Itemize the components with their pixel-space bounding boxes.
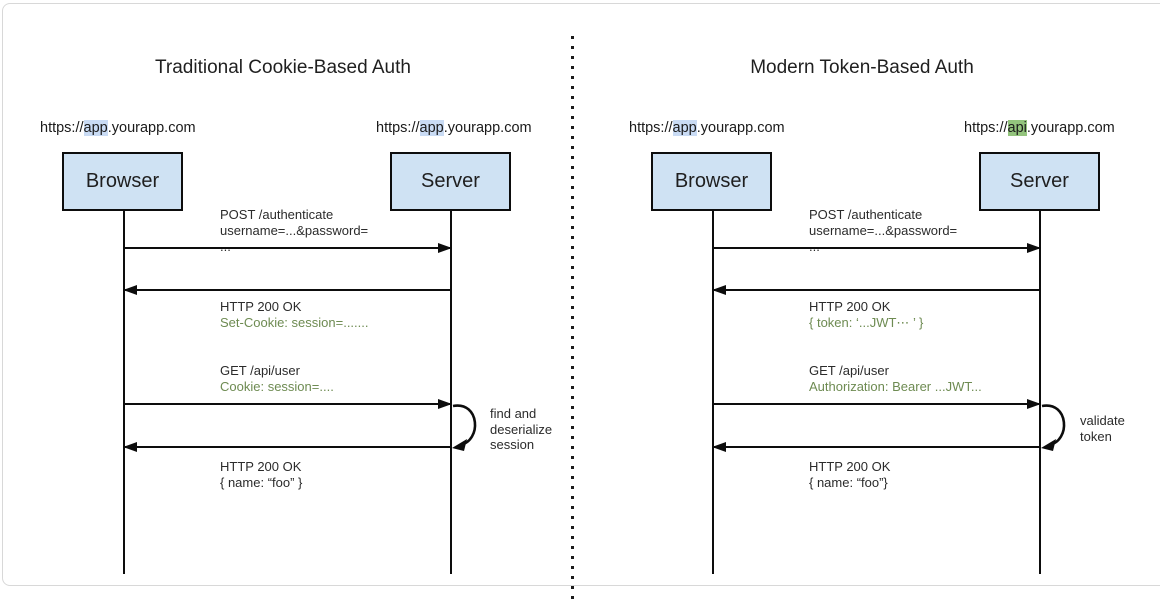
left-server-box: Server (390, 152, 511, 211)
left-note-deserialize-session: find and deserialize session (490, 406, 553, 452)
arrowhead-right-icon (438, 243, 452, 253)
right-server-box: Server (979, 152, 1100, 211)
url-domain: .yourapp.com (443, 120, 532, 136)
url-scheme: https:// (40, 120, 84, 136)
url-domain: .yourapp.com (696, 120, 785, 136)
right-msg-post-authenticate: POST /authenticate username=...&password… (809, 207, 958, 254)
right-arrow-auth-response (712, 285, 1039, 295)
url-domain: .yourapp.com (107, 120, 196, 136)
page-frame (2, 3, 1160, 586)
arrowhead-left-icon (123, 285, 137, 295)
left-self-loop-arrow (452, 404, 477, 451)
right-note-validate-token: validate token (1080, 413, 1125, 444)
arrowhead-right-icon (438, 399, 452, 409)
url-domain: .yourapp.com (1026, 120, 1115, 136)
left-msg-get-api-user: GET /api/user Cookie: session=.... (220, 363, 334, 394)
left-arrow-auth-response (123, 285, 450, 295)
right-server-url: https://api.yourapp.com (964, 120, 1115, 136)
left-server-url: https://app.yourapp.com (376, 120, 532, 136)
left-msg-post-authenticate: POST /authenticate username=...&password… (220, 207, 369, 254)
url-scheme: https:// (376, 120, 420, 136)
panel-divider-dotted-line (571, 36, 574, 599)
left-panel-title: Traditional Cookie-Based Auth (155, 57, 411, 78)
right-self-loop-arrow (1041, 404, 1066, 451)
url-scheme: https:// (629, 120, 673, 136)
right-browser-box: Browser (651, 152, 772, 211)
url-host-highlight-app: app (83, 120, 108, 136)
left-arrow-get-request (125, 399, 452, 409)
right-msg-token-json: HTTP 200 OK { token: ‘...JWT⋯ ’ } (809, 299, 924, 330)
right-arrow-post-request (714, 243, 1041, 253)
arrowhead-right-icon (1027, 243, 1041, 253)
right-msg-user-json: HTTP 200 OK { name: “foo”} (809, 459, 891, 490)
arrowhead-left-icon (712, 442, 726, 452)
right-arrow-get-request (714, 399, 1041, 409)
url-host-highlight-app: app (672, 120, 697, 136)
left-arrow-post-request (125, 243, 452, 253)
left-browser-lifeline (123, 211, 125, 574)
arrowhead-left-icon (712, 285, 726, 295)
left-arrow-user-response (123, 442, 450, 452)
right-arrow-user-response (712, 442, 1039, 452)
right-server-lifeline (1039, 211, 1041, 574)
arrowhead-left-icon (123, 442, 137, 452)
left-browser-url: https://app.yourapp.com (40, 120, 196, 136)
arrowhead-right-icon (1027, 399, 1041, 409)
left-msg-set-cookie: HTTP 200 OK Set-Cookie: session=....... (220, 299, 369, 330)
left-server-lifeline (450, 211, 452, 574)
right-browser-lifeline (712, 211, 714, 574)
left-msg-user-json: HTTP 200 OK { name: “foo” } (220, 459, 303, 490)
right-browser-url: https://app.yourapp.com (629, 120, 785, 136)
left-browser-box: Browser (62, 152, 183, 211)
url-host-highlight-app: app (419, 120, 444, 136)
url-host-highlight-api: api (1007, 120, 1027, 136)
right-msg-get-api-user: GET /api/user Authorization: Bearer ...J… (809, 363, 982, 394)
url-scheme: https:// (964, 120, 1008, 136)
right-panel-title: Modern Token-Based Auth (750, 57, 974, 78)
